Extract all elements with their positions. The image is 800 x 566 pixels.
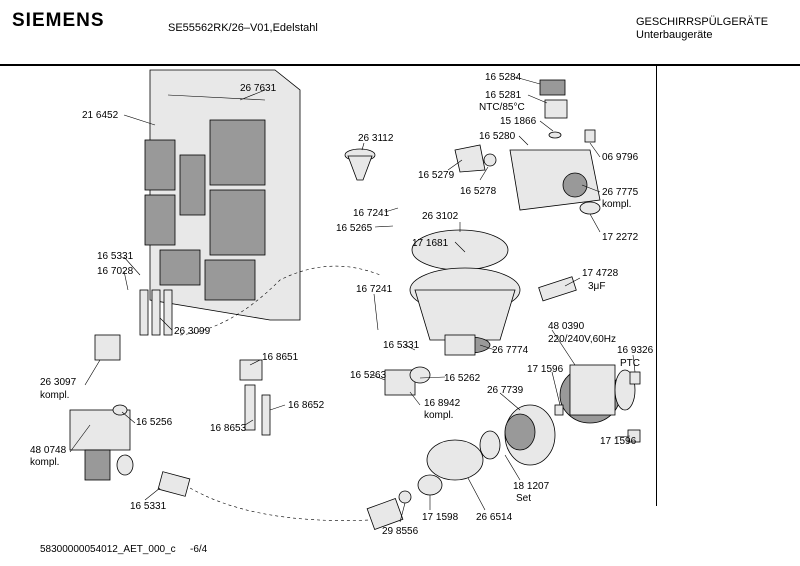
label-267774: 26 7774 <box>492 345 529 356</box>
label-165265: 16 5265 <box>336 223 373 234</box>
label-165262: 16 5262 <box>444 373 481 384</box>
label-kompl-2: kompl. <box>40 390 69 401</box>
label-267775: 26 7775 <box>602 187 639 198</box>
label-151866: 15 1866 <box>500 116 537 127</box>
pressure-switch-part <box>384 366 431 396</box>
label-171681: 17 1681 <box>412 238 449 249</box>
label-171596a: 17 1596 <box>527 364 564 375</box>
label-171596b: 17 1596 <box>600 436 637 447</box>
label-165279: 16 5279 <box>418 170 455 181</box>
label-263112: 26 3112 <box>358 133 394 144</box>
category-line-2: Unterbaugeräte <box>636 29 713 41</box>
label-263097: 26 3097 <box>40 377 77 388</box>
label-216452: 21 6452 <box>82 110 119 121</box>
footer-page: -6/4 <box>190 544 208 555</box>
label-174728: 17 4728 <box>582 268 619 279</box>
label-267631: 26 7631 <box>240 83 277 94</box>
label-263099: 26 3099 <box>174 326 211 337</box>
label-480390: 48 0390 <box>548 321 585 332</box>
hose-path-lower <box>184 484 371 521</box>
label-165331a: 16 5331 <box>97 251 134 262</box>
sump-part <box>409 229 521 356</box>
label-kompl-1: kompl. <box>602 199 631 210</box>
header-divider <box>0 64 800 66</box>
label-167241b: 16 7241 <box>356 284 393 295</box>
label-168652: 16 8652 <box>288 400 325 411</box>
brand-logo: SIEMENS <box>12 10 105 31</box>
label-165280: 16 5280 <box>479 131 516 142</box>
label-266514: 26 6514 <box>476 512 513 523</box>
label-ntc: NTC/85°C <box>479 102 525 113</box>
label-181207: 18 1207 <box>513 481 550 492</box>
label-kompl-3: kompl. <box>424 410 453 421</box>
hose-part <box>139 289 173 336</box>
tank-panel-part <box>144 69 301 321</box>
label-169326: 16 9326 <box>617 345 654 356</box>
label-165284: 16 5284 <box>485 72 522 83</box>
label-3uf: 3μF <box>588 281 605 292</box>
label-kompl-4: kompl. <box>30 457 59 468</box>
label-ptc: PTC <box>620 358 640 369</box>
side-divider <box>656 66 657 506</box>
part-labels: 26 7631 21 6452 26 3112 16 5284 16 5281 … <box>30 72 654 537</box>
label-263102: 26 3102 <box>422 211 459 222</box>
label-168651: 16 8651 <box>262 352 299 363</box>
label-220v: 220/240V,60Hz <box>548 334 616 345</box>
heater-assembly-part <box>454 79 601 215</box>
label-set: Set <box>516 493 531 504</box>
nozzle-part <box>344 148 376 181</box>
category-line-1: GESCHIRRSPÜLGERÄTE <box>636 16 769 28</box>
hose-path <box>179 265 381 336</box>
label-167241a: 16 7241 <box>353 208 390 219</box>
label-165278: 16 5278 <box>460 186 497 197</box>
label-168942: 16 8942 <box>424 398 461 409</box>
label-171598: 17 1598 <box>422 512 459 523</box>
label-298556: 29 8556 <box>382 526 419 537</box>
leader-lines <box>69 76 636 523</box>
label-168653: 16 8653 <box>210 423 247 434</box>
footer-doc-id: 58300000054012_AET_000_c <box>40 544 176 555</box>
label-165331b: 16 5331 <box>383 340 420 351</box>
model-title: SE55562RK/26–V01,Edelstahl <box>168 22 318 34</box>
pump-cover-part <box>366 404 556 530</box>
sensor-bracket-part <box>239 359 271 436</box>
label-165281: 16 5281 <box>485 90 522 101</box>
label-480748: 48 0748 <box>30 445 67 456</box>
label-267739: 26 7739 <box>487 385 524 396</box>
label-165263: 16 5263 <box>350 370 387 381</box>
label-165331c: 16 5331 <box>130 501 167 512</box>
label-165256: 16 5256 <box>136 417 173 428</box>
aquastop-part <box>69 334 191 497</box>
capacitor-part <box>538 276 577 302</box>
motor-part <box>554 364 641 443</box>
label-069796: 06 9796 <box>602 152 639 163</box>
label-167028: 16 7028 <box>97 266 134 277</box>
label-172272: 17 2272 <box>602 232 639 243</box>
